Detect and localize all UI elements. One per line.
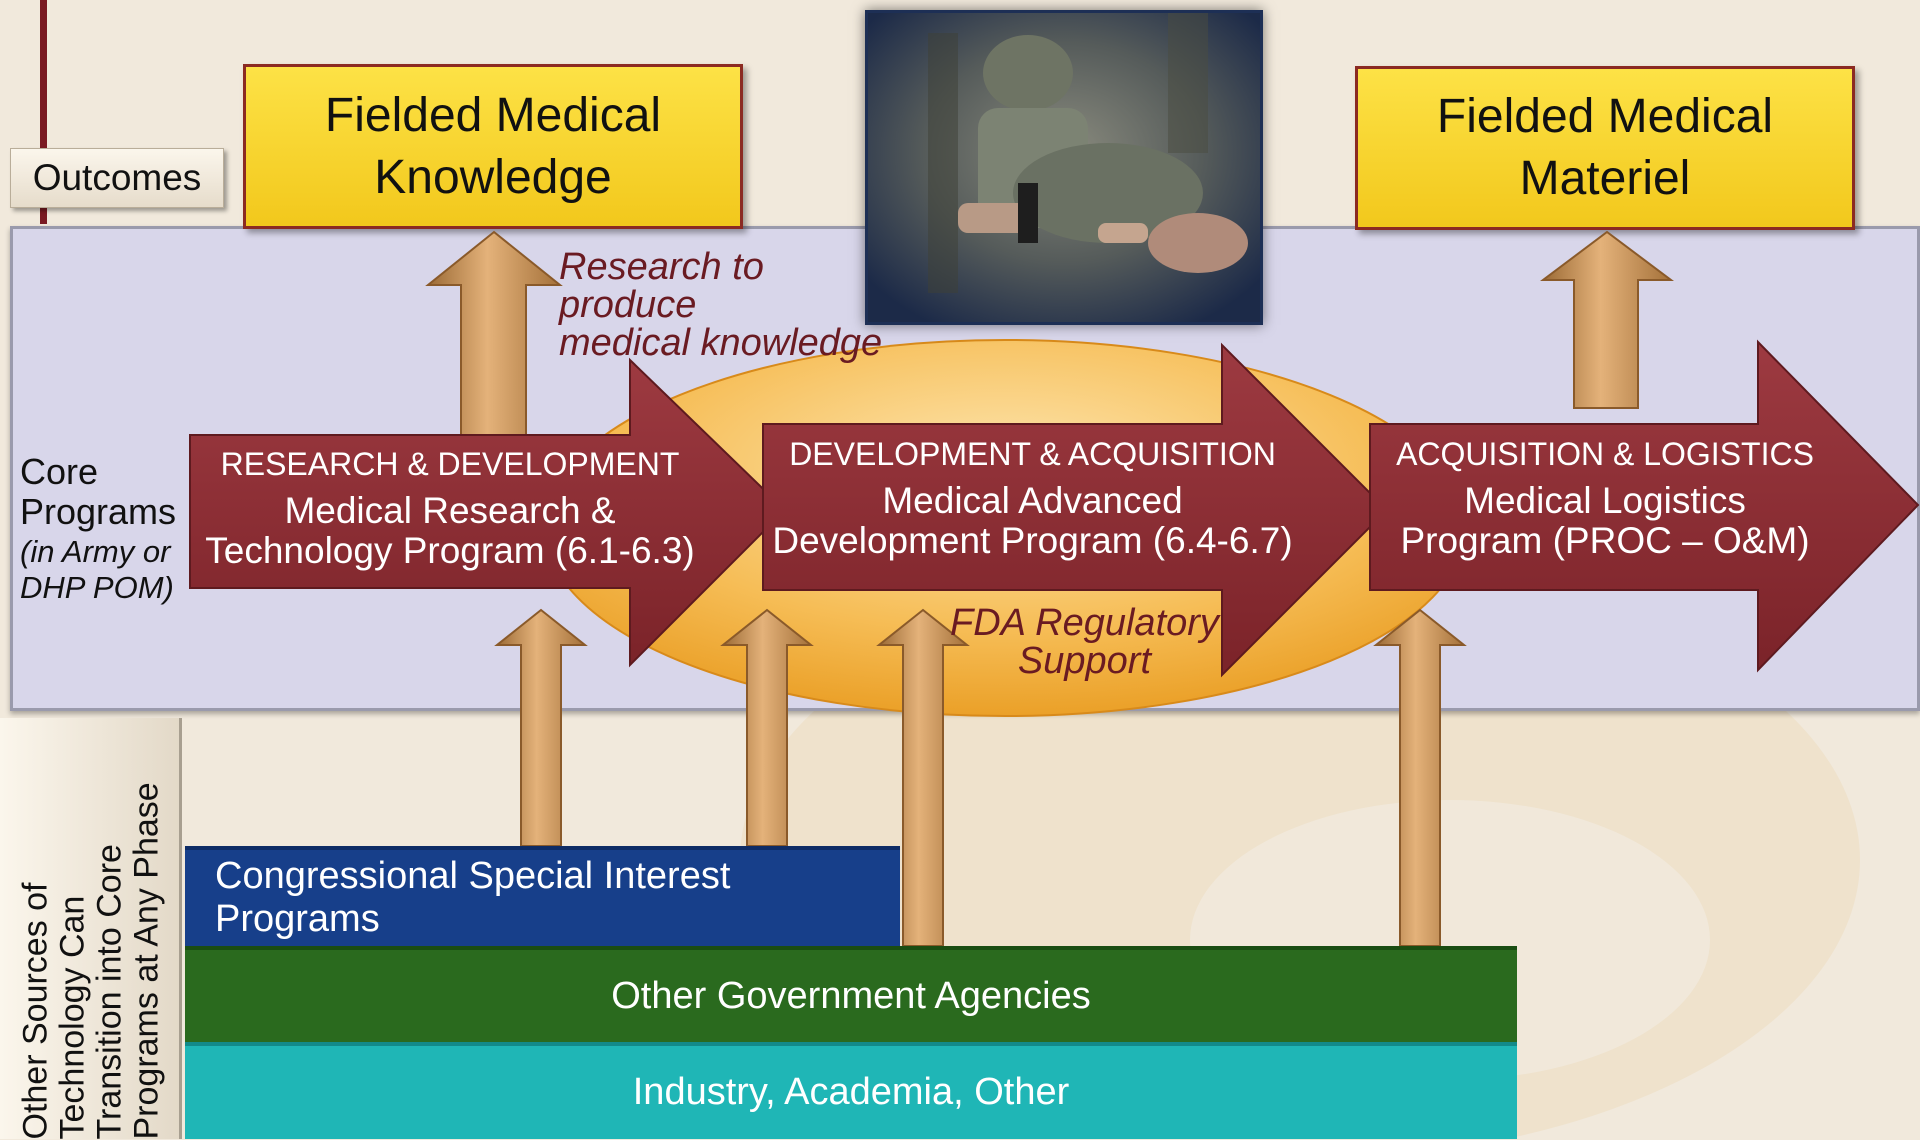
- fielded-medical-knowledge-box: Fielded Medical Knowledge: [243, 64, 743, 229]
- fielded-medical-materiel-text: Fielded Medical Materiel: [1436, 90, 1774, 205]
- phase-logistics-text: ACQUISITION & LOGISTICS Medical Logistic…: [1380, 436, 1830, 561]
- knowledge-up-arrow: [425, 230, 563, 441]
- phase-development-text: DEVELOPMENT & ACQUISITION Medical Advanc…: [770, 436, 1295, 561]
- research-note: Research to produce medical knowledge: [559, 246, 883, 364]
- materiel-up-arrow: [1540, 230, 1674, 409]
- outcomes-label: Outcomes: [10, 148, 224, 208]
- transition-arrow-1: [494, 608, 588, 847]
- soldiers-photo-image: [868, 13, 1260, 322]
- phase-logistics-heading: ACQUISITION & LOGISTICS: [1396, 436, 1814, 472]
- transition-arrow-3: [876, 608, 970, 947]
- transition-arrow-2: [720, 608, 814, 847]
- top-left-rule: [40, 0, 47, 224]
- core-programs-sublabel: (in Army or DHP POM): [20, 534, 174, 605]
- other-sources-label: Other Sources of Technology Can Transiti…: [16, 782, 166, 1140]
- congressional-programs-label: Congressional Special Interest Programs: [215, 855, 731, 940]
- other-sources-panel: Other Sources of Technology Can Transiti…: [0, 718, 182, 1140]
- phase-arrow-research: [189, 357, 787, 668]
- phase-logistics-body: Medical Logistics Program (PROC – O&M): [1400, 480, 1810, 561]
- fielded-medical-knowledge-text: Fielded Medical Knowledge: [324, 88, 662, 204]
- phase-research-body: Medical Research & Technology Program (6…: [205, 490, 695, 571]
- phase-arrow-development: [762, 342, 1389, 678]
- phase-development-body: Medical Advanced Development Program (6.…: [772, 480, 1293, 561]
- industry-academia-label: Industry, Academia, Other: [632, 1071, 1070, 1113]
- transition-arrow-4: [1373, 608, 1467, 947]
- phase-arrow-logistics: [1369, 339, 1920, 673]
- soldiers-photo: [865, 10, 1263, 325]
- core-programs-label: Core Programs: [20, 451, 177, 532]
- other-government-agencies-bar: Other Government Agencies: [185, 946, 1517, 1042]
- fda-note: FDA Regulatory Support: [950, 602, 1219, 682]
- phase-research-heading: RESEARCH & DEVELOPMENT: [220, 446, 680, 482]
- phase-research-text: RESEARCH & DEVELOPMENT Medical Research …: [190, 446, 710, 571]
- congressional-programs-bar: Congressional Special Interest Programs: [185, 846, 900, 946]
- fielded-medical-materiel-box: Fielded Medical Materiel: [1355, 66, 1855, 230]
- other-government-agencies-label: Other Government Agencies: [611, 974, 1091, 1017]
- industry-academia-bar: Industry, Academia, Other: [185, 1042, 1517, 1139]
- phase-development-heading: DEVELOPMENT & ACQUISITION: [789, 436, 1276, 472]
